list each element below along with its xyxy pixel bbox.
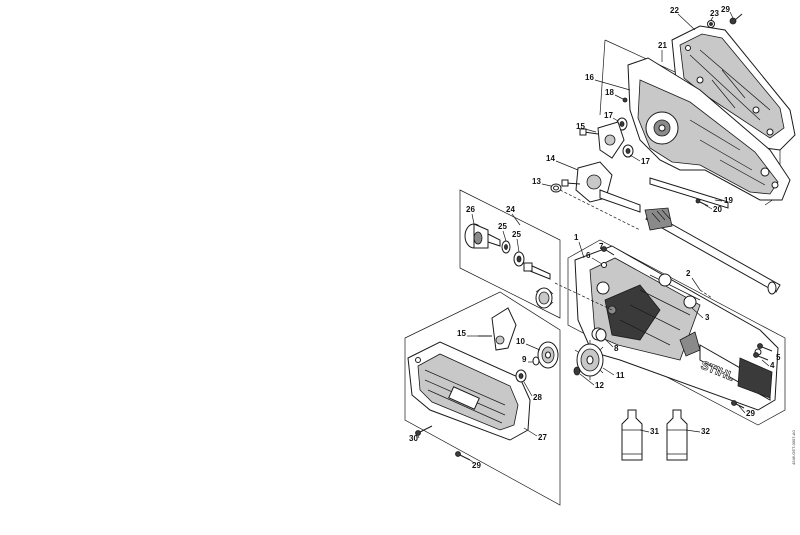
callout-20: 20 [713,205,722,214]
callout-7: 7 [599,242,604,251]
screw-30 [415,425,433,436]
callout-24: 24 [506,205,515,214]
bar-19 [649,177,729,209]
bolt-6 [601,262,607,268]
callout-27: 27 [538,433,547,442]
tensioner-15-lower [478,307,517,351]
callout-25-b: 25 [512,230,521,239]
callout-8: 8 [614,344,619,353]
callout-11: 11 [616,371,625,380]
callout-32: 32 [701,427,710,436]
callout-21: 21 [658,41,667,50]
callout-19: 19 [724,196,733,205]
callout-14: 14 [546,154,555,163]
bearing-25-b [513,251,525,267]
assembly-line-2 [699,289,713,299]
callout-25-a: 25 [498,222,507,231]
washer-17-lower [622,144,634,158]
callout-3: 3 [705,313,710,322]
drawing-code: 4246-GET-0007-A0 [791,430,796,465]
callout-29-top: 29 [721,5,730,14]
nut-23 [707,20,715,28]
washer-8 [595,328,607,342]
callout-5: 5 [776,353,781,362]
callout-28: 28 [533,393,542,402]
callout-23: 23 [710,9,719,18]
bearing-25-a [501,240,511,254]
callout-12: 12 [595,381,604,390]
grease-tube-31 [621,409,643,461]
screws-5 [753,343,773,361]
pin-18 [622,97,628,103]
callout-9: 9 [522,355,527,364]
drive-shaft [644,207,781,295]
chain-cover-27 [407,341,531,441]
main-housing-part: STIHL [574,245,779,411]
screw-29-right [731,400,745,409]
callout-17-lower: 17 [641,157,650,166]
top-cover-part [671,25,796,151]
frame-group-27 [404,291,561,506]
gear-11 [574,340,604,380]
callout-17-upper: 17 [604,111,613,120]
grease-tube-32 [666,409,688,461]
screw-24 [523,262,551,280]
callout-26: 26 [466,205,475,214]
nut-28 [515,369,527,383]
assembly-line-24 [554,282,613,311]
washer-13 [550,183,562,193]
callout-15-lower: 15 [457,329,466,338]
callout-30: 30 [409,434,418,443]
frame-group-1 [567,239,786,426]
callout-13: 13 [532,177,541,186]
callout-18: 18 [605,88,614,97]
tensioner-15-upper [579,121,625,159]
housing-plate-part [627,57,791,201]
tensioner-arm-14 [561,161,641,213]
sprocket-10 [537,341,559,369]
clutch-drum-26 [464,223,501,249]
callout-22: 22 [670,6,679,15]
callout-2: 2 [686,269,691,278]
callouts: 22 23 29 21 16 18 17 15 17 14 13 19 20 2… [409,5,781,470]
screw-29-bottom [455,451,471,461]
bevel-gear [535,287,554,309]
callout-29-bottom: 29 [472,461,481,470]
callout-31: 31 [650,427,659,436]
callout-29-right: 29 [746,409,755,418]
callout-10: 10 [516,337,525,346]
screw-29-top [729,13,743,25]
callout-16: 16 [585,73,594,82]
callout-15-upper: 15 [576,122,585,131]
callout-1: 1 [574,233,579,242]
callout-6: 6 [586,251,591,260]
screw-20 [695,198,709,207]
washer-9 [532,356,540,366]
frame-group-24 [459,189,561,319]
nut-12 [573,366,581,376]
callout-4: 4 [770,361,775,370]
screw-7 [601,246,615,256]
